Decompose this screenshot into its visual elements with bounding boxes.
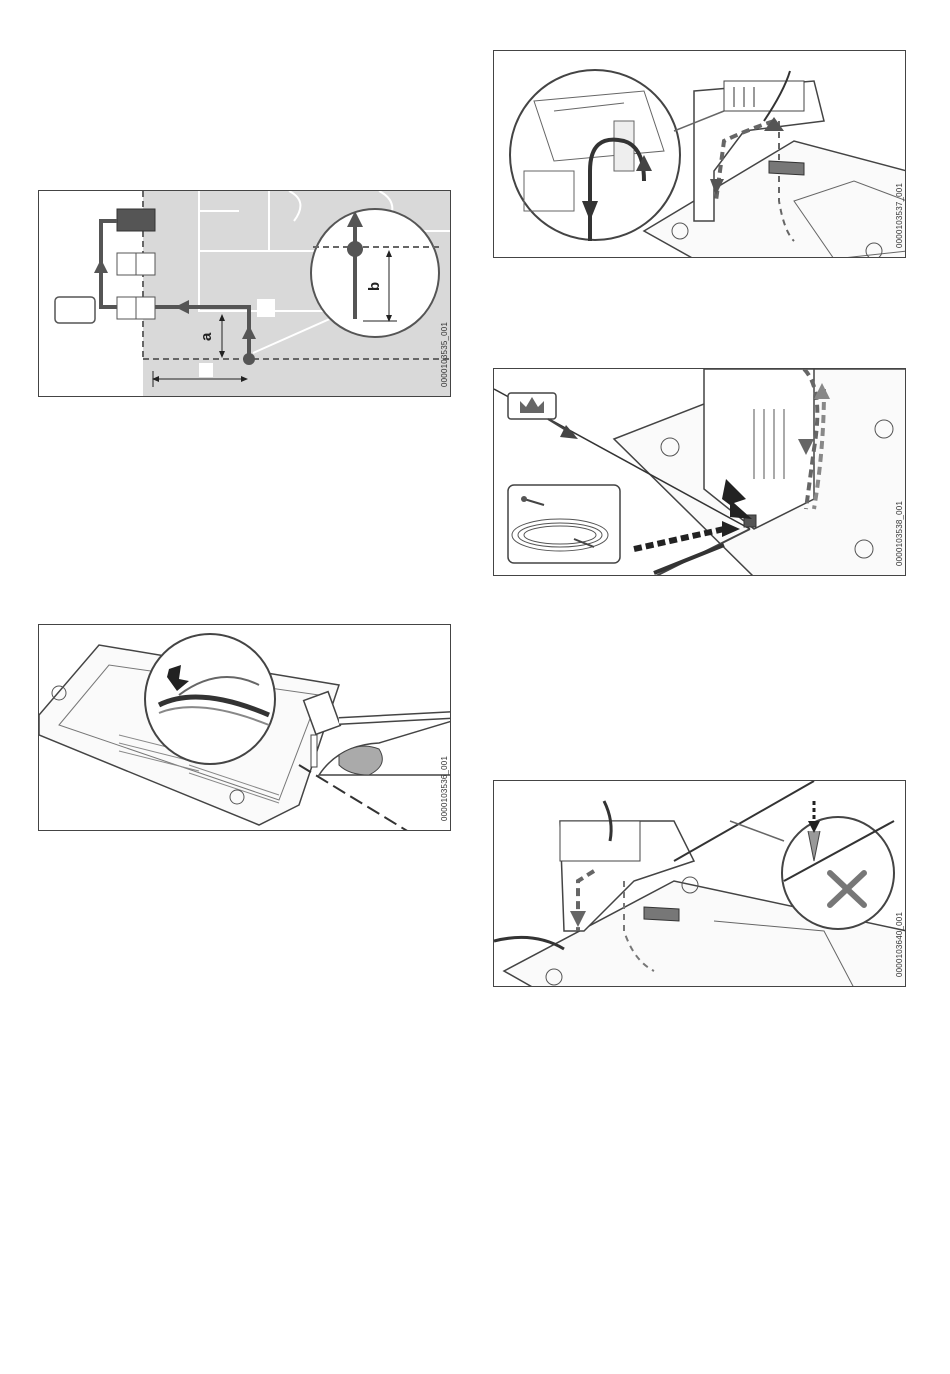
figure-code: 0000103538_001 <box>895 501 904 566</box>
placement-diagram-drawing: a b <box>39 191 451 397</box>
figure-code: 0000103640_001 <box>895 912 904 977</box>
pegging-cable-drawing <box>39 625 451 831</box>
figure-code: 0000103536_001 <box>440 756 449 821</box>
figure-wire-routing-check: 0000103640_001 <box>493 780 906 987</box>
crown-icon <box>508 393 556 419</box>
figure-placement-diagram: a b 0000103535_001 <box>38 190 451 397</box>
figure-pegging-cable: 0000103536_001 <box>38 624 451 831</box>
figure-cable-routing: 0000103537_001 <box>493 50 906 258</box>
cable-routing-drawing <box>494 51 906 258</box>
dimension-b-label: b <box>366 282 383 291</box>
figure-connecting-wire: 0000103538_001 <box>493 368 906 576</box>
figure-code: 0000103535_001 <box>440 322 449 387</box>
dimension-a-label: a <box>198 332 215 341</box>
connecting-wire-drawing <box>494 369 906 576</box>
wire-routing-check-drawing <box>494 781 906 987</box>
figure-code: 0000103537_001 <box>895 183 904 248</box>
